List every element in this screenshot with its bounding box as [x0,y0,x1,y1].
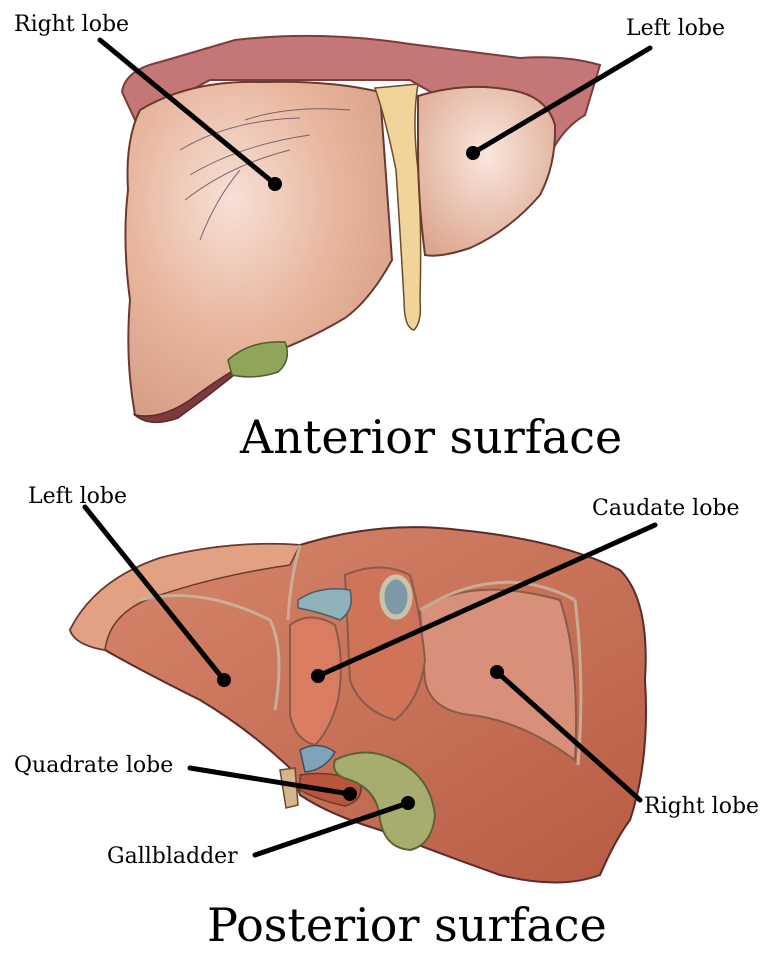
label-anterior-left-lobe: Left lobe [626,18,725,40]
title-anterior-surface: Anterior surface [240,414,622,460]
anterior-liver [122,36,600,423]
label-posterior-right-lobe: Right lobe [644,796,759,818]
posterior-liver [70,527,646,882]
dot-anterior-left-lobe [466,146,480,160]
ligamentum-stub [280,768,298,808]
label-anterior-right-lobe: Right lobe [14,14,129,36]
anterior-left-lobe [418,87,555,256]
dot-gallbladder [401,796,415,810]
dot-quadrate-lobe [343,787,357,801]
dot-posterior-left-lobe [217,673,231,687]
dot-anterior-right-lobe [268,177,282,191]
dot-posterior-right-lobe [490,665,504,679]
label-caudate-lobe: Caudate lobe [592,498,740,520]
title-posterior-surface: Posterior surface [207,902,607,948]
ivc-opening [382,577,410,617]
label-posterior-left-lobe: Left lobe [28,486,127,508]
label-gallbladder: Gallbladder [107,846,238,868]
label-quadrate-lobe: Quadrate lobe [14,755,173,777]
dot-caudate-lobe [311,669,325,683]
